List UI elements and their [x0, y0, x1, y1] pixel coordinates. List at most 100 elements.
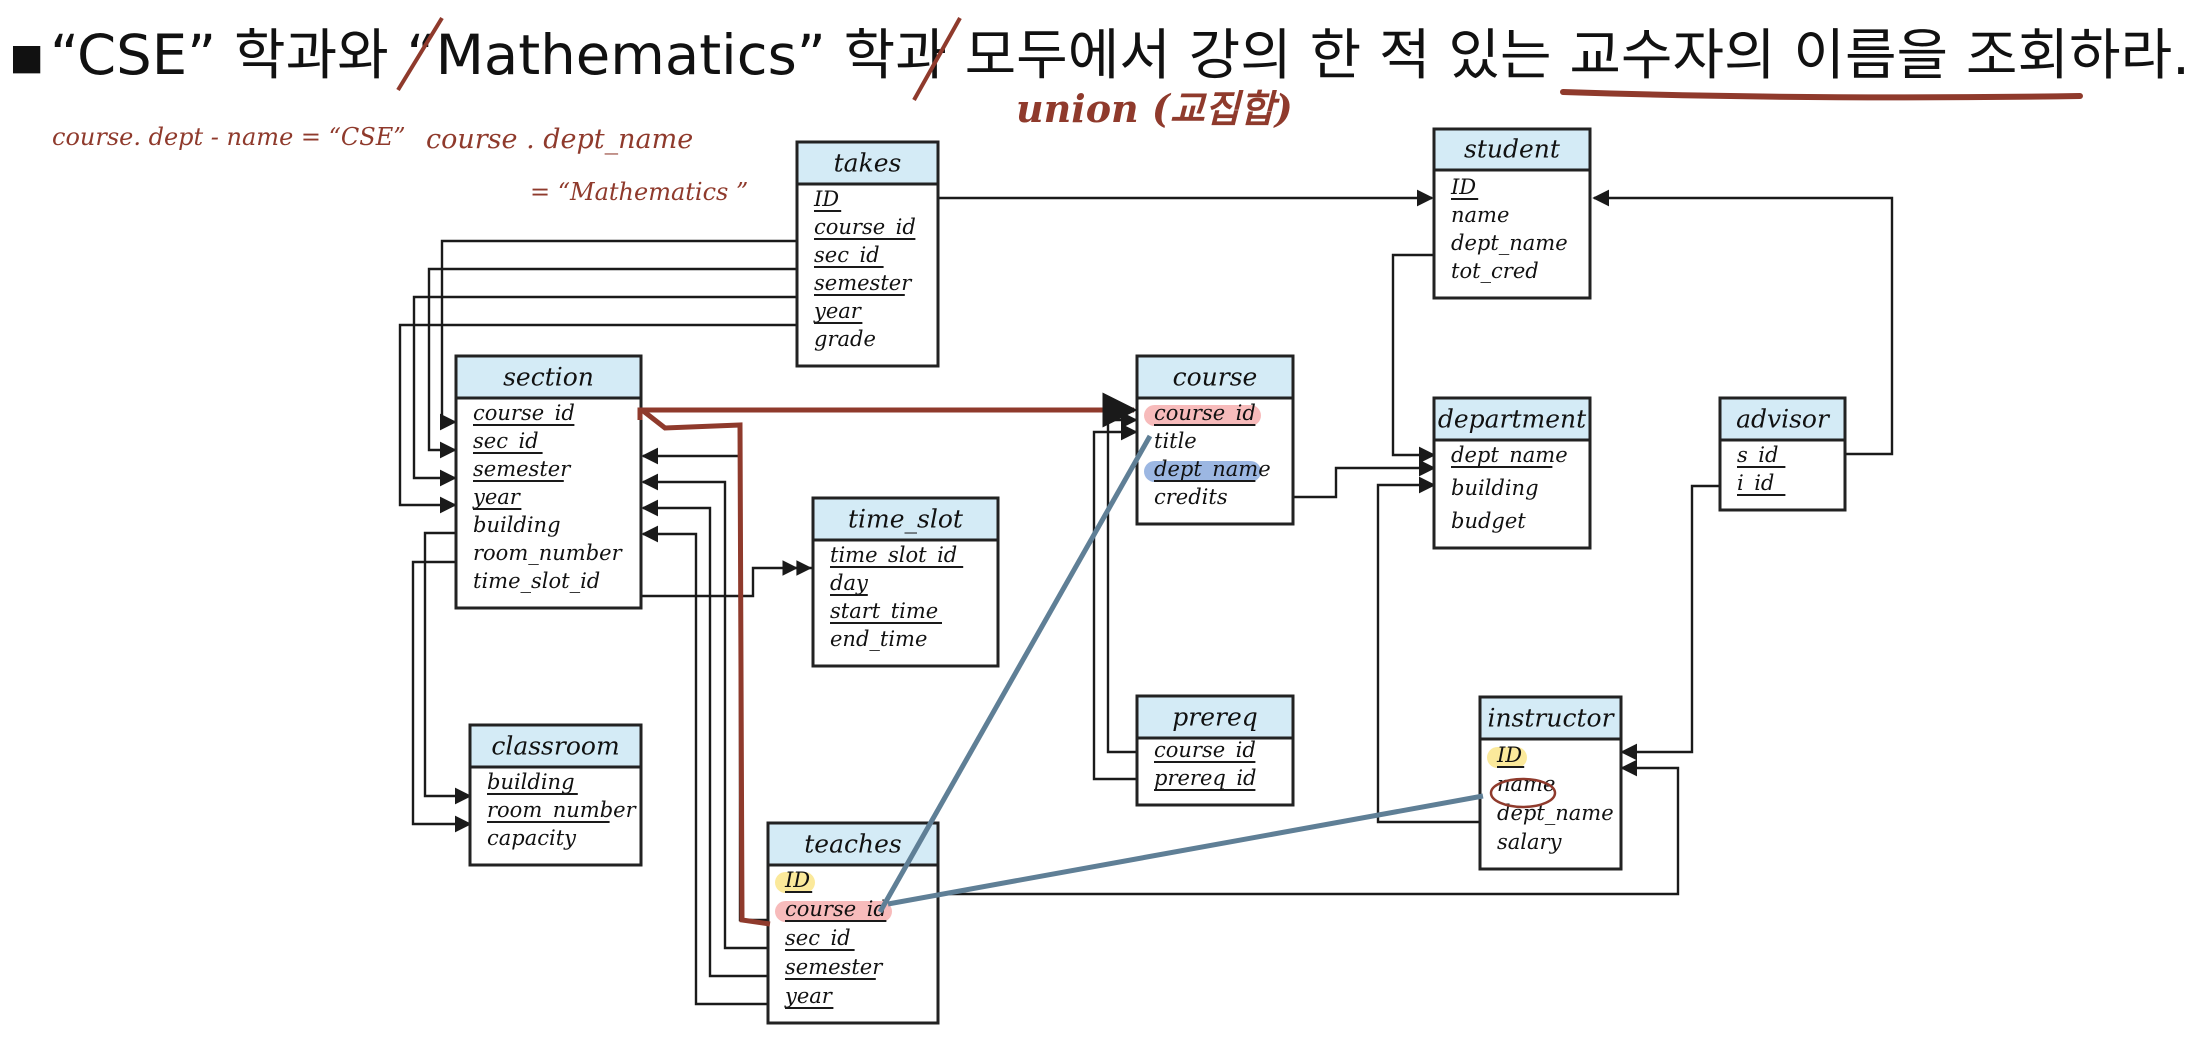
- attribute: dept_name: [1451, 231, 1568, 255]
- math-condition-note-1: course . dept_name: [426, 124, 693, 155]
- table-name: teaches: [804, 829, 901, 858]
- table-header: [454, 354, 643, 400]
- attribute: grade: [814, 327, 876, 351]
- table-name: takes: [834, 148, 902, 177]
- attribute: sec_id: [814, 243, 880, 267]
- blue-line-instructor-teaches: [887, 793, 1484, 907]
- attribute: credits: [1154, 485, 1228, 509]
- math-condition-note-2: = “Mathematics ”: [530, 178, 748, 206]
- attribute: i_id: [1737, 471, 1774, 495]
- attribute: start_time: [830, 599, 938, 623]
- name-circle-mark: [1489, 777, 1557, 809]
- table-prereq: prereq course_id prereq_id: [1135, 694, 1295, 807]
- attribute: time_slot_id: [473, 569, 600, 593]
- attribute: tot_cred: [1451, 259, 1539, 283]
- attribute: building: [473, 513, 561, 537]
- attribute: ID: [784, 868, 810, 892]
- table-advisor: advisor s_id i_id: [1718, 396, 1847, 512]
- attribute: ID: [813, 187, 839, 211]
- attribute: building: [1451, 476, 1539, 500]
- table-header: [1135, 354, 1295, 400]
- attribute: year: [813, 299, 863, 323]
- table-body: [1432, 168, 1592, 300]
- attribute: ID: [1496, 743, 1522, 767]
- table-name: section: [503, 362, 594, 391]
- highlight-mark: [1487, 747, 1527, 768]
- table-name: course: [1173, 362, 1258, 391]
- table-header: [795, 140, 940, 186]
- attribute: course_id: [1154, 738, 1256, 762]
- red-join-line-teaches: [640, 408, 771, 927]
- attribute: room_number: [473, 541, 624, 565]
- attribute: semester: [814, 271, 913, 295]
- attribute: course_id: [814, 215, 916, 239]
- attribute: course_id: [1154, 401, 1256, 425]
- cse-condition-note: course. dept - name = “CSE”: [52, 123, 406, 151]
- attribute: dept_name: [1154, 457, 1271, 481]
- attribute: course_id: [473, 401, 575, 425]
- table-name: prereq: [1172, 702, 1258, 731]
- attribute: salary: [1497, 830, 1563, 854]
- attribute: semester: [473, 457, 572, 481]
- attribute: building: [487, 770, 575, 794]
- attribute: course_id: [785, 897, 887, 921]
- attribute: sec_id: [473, 429, 539, 453]
- table-header: [1135, 694, 1295, 740]
- table-name: instructor: [1487, 703, 1615, 732]
- attribute: room_number: [487, 798, 638, 822]
- underline-mark: [1560, 89, 2083, 101]
- table-header: [1432, 396, 1592, 442]
- table-body: [811, 538, 1000, 668]
- attribute: year: [784, 984, 834, 1008]
- attribute: title: [1154, 429, 1197, 453]
- attribute: dept_name: [1451, 443, 1568, 467]
- attribute: capacity: [487, 826, 577, 850]
- table-name: department: [1438, 404, 1587, 433]
- attribute: year: [472, 485, 522, 509]
- table-header: [811, 496, 1000, 542]
- attribute: day: [830, 571, 869, 595]
- attribute: time_slot_id: [830, 543, 957, 567]
- attribute: sec_id: [785, 926, 851, 950]
- table-header: [1432, 127, 1592, 172]
- attribute: prereq_id: [1154, 766, 1256, 790]
- highlight-mark: [1144, 461, 1261, 482]
- table-name: advisor: [1736, 404, 1831, 433]
- bullet: ▪: [8, 23, 45, 87]
- attribute: semester: [785, 955, 884, 979]
- table-body: [1432, 438, 1592, 550]
- table-body: [1718, 438, 1847, 512]
- red-join-line: [637, 392, 1138, 428]
- strike-mark-2: [912, 17, 962, 101]
- highlight-mark: [775, 901, 892, 922]
- attribute: name: [1451, 203, 1509, 227]
- attribute: budget: [1451, 509, 1526, 533]
- union-annotation: union (교집합): [1016, 86, 1293, 131]
- table-department: department dept_name building budget: [1432, 396, 1592, 550]
- highlight-mark: [1144, 405, 1261, 426]
- table-body: [468, 765, 643, 867]
- table-name: classroom: [491, 731, 619, 760]
- question-text: “CSE” 학과와 “Mathematics” 학과 모두에서 강의 한 적 있…: [50, 23, 2190, 87]
- table-classroom: classroom building room_number capacity: [468, 723, 643, 867]
- strike-mark-1: [396, 16, 444, 92]
- table-name: time_slot: [848, 504, 964, 533]
- table-body: [454, 396, 643, 610]
- table-section: section course_id sec_id semester year buildi…: [454, 354, 643, 610]
- attribute: ID: [1450, 175, 1476, 199]
- attribute: s_id: [1737, 443, 1778, 467]
- attribute: dept_name: [1497, 801, 1614, 825]
- blue-line-course-teaches: [877, 434, 1153, 914]
- table-time-slot: time_slottime_slot_iddaystart_timeend_ti…: [811, 496, 1000, 668]
- table-header: [1478, 695, 1623, 741]
- highlight-mark: [775, 872, 815, 893]
- table-body: [795, 182, 940, 368]
- table-header: [1718, 396, 1847, 442]
